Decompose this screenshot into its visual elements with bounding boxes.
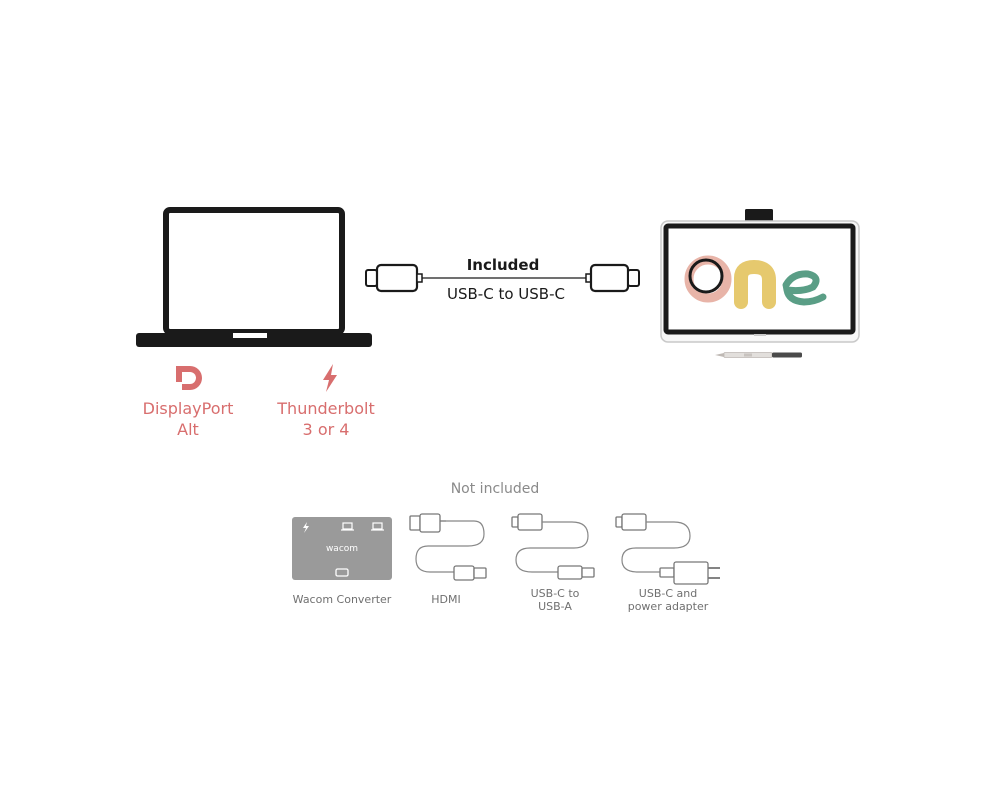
usbc-power-adapter-label-line2: power adapter xyxy=(627,600,709,613)
usbc-to-usba-label-line1: USB-C to xyxy=(530,587,580,600)
displayport-label-line1: DisplayPort xyxy=(142,399,234,418)
displayport-label: DisplayPort Alt xyxy=(130,398,246,440)
wacom-converter-illustration: wacom xyxy=(292,517,392,580)
thunderbolt-label-line2: 3 or 4 xyxy=(302,420,350,439)
converter-brand: wacom xyxy=(325,544,359,554)
converter-power-icon xyxy=(303,522,309,533)
thunderbolt-label: Thunderbolt 3 or 4 xyxy=(270,398,382,440)
converter-monitor-icon-1 xyxy=(341,522,354,531)
usbc-cable-illustration xyxy=(364,260,644,296)
laptop-illustration xyxy=(130,205,380,355)
usbc-power-adapter-illustration xyxy=(614,510,726,588)
hdmi-label: HDMI xyxy=(431,593,461,606)
included-heading: Included xyxy=(466,256,540,274)
converter-monitor-icon-2 xyxy=(371,522,384,531)
displayport-label-line2: Alt xyxy=(177,420,199,439)
wacom-converter-label: Wacom Converter xyxy=(292,593,392,606)
displayport-icon xyxy=(174,362,206,394)
usbc-power-adapter-label-line1: USB-C and xyxy=(638,587,698,600)
usbc-to-usba-illustration xyxy=(510,510,598,586)
display-logo xyxy=(683,250,833,310)
converter-port xyxy=(335,568,349,577)
not-included-heading: Not included xyxy=(450,481,540,497)
included-cable-name: USB-C to USB-C xyxy=(447,285,565,303)
thunderbolt-icon xyxy=(318,363,342,393)
usbc-to-usba-label: USB-C to USB-A xyxy=(515,587,595,613)
hdmi-cable-illustration xyxy=(408,510,490,588)
usbc-power-adapter-label: USB-C and power adapter xyxy=(618,587,718,613)
pen-display-illustration xyxy=(656,205,866,360)
one-logo-svg xyxy=(684,255,827,309)
usbc-to-usba-label-line2: USB-A xyxy=(538,600,572,613)
thunderbolt-label-line1: Thunderbolt xyxy=(277,399,375,418)
pen-icon xyxy=(714,344,804,358)
